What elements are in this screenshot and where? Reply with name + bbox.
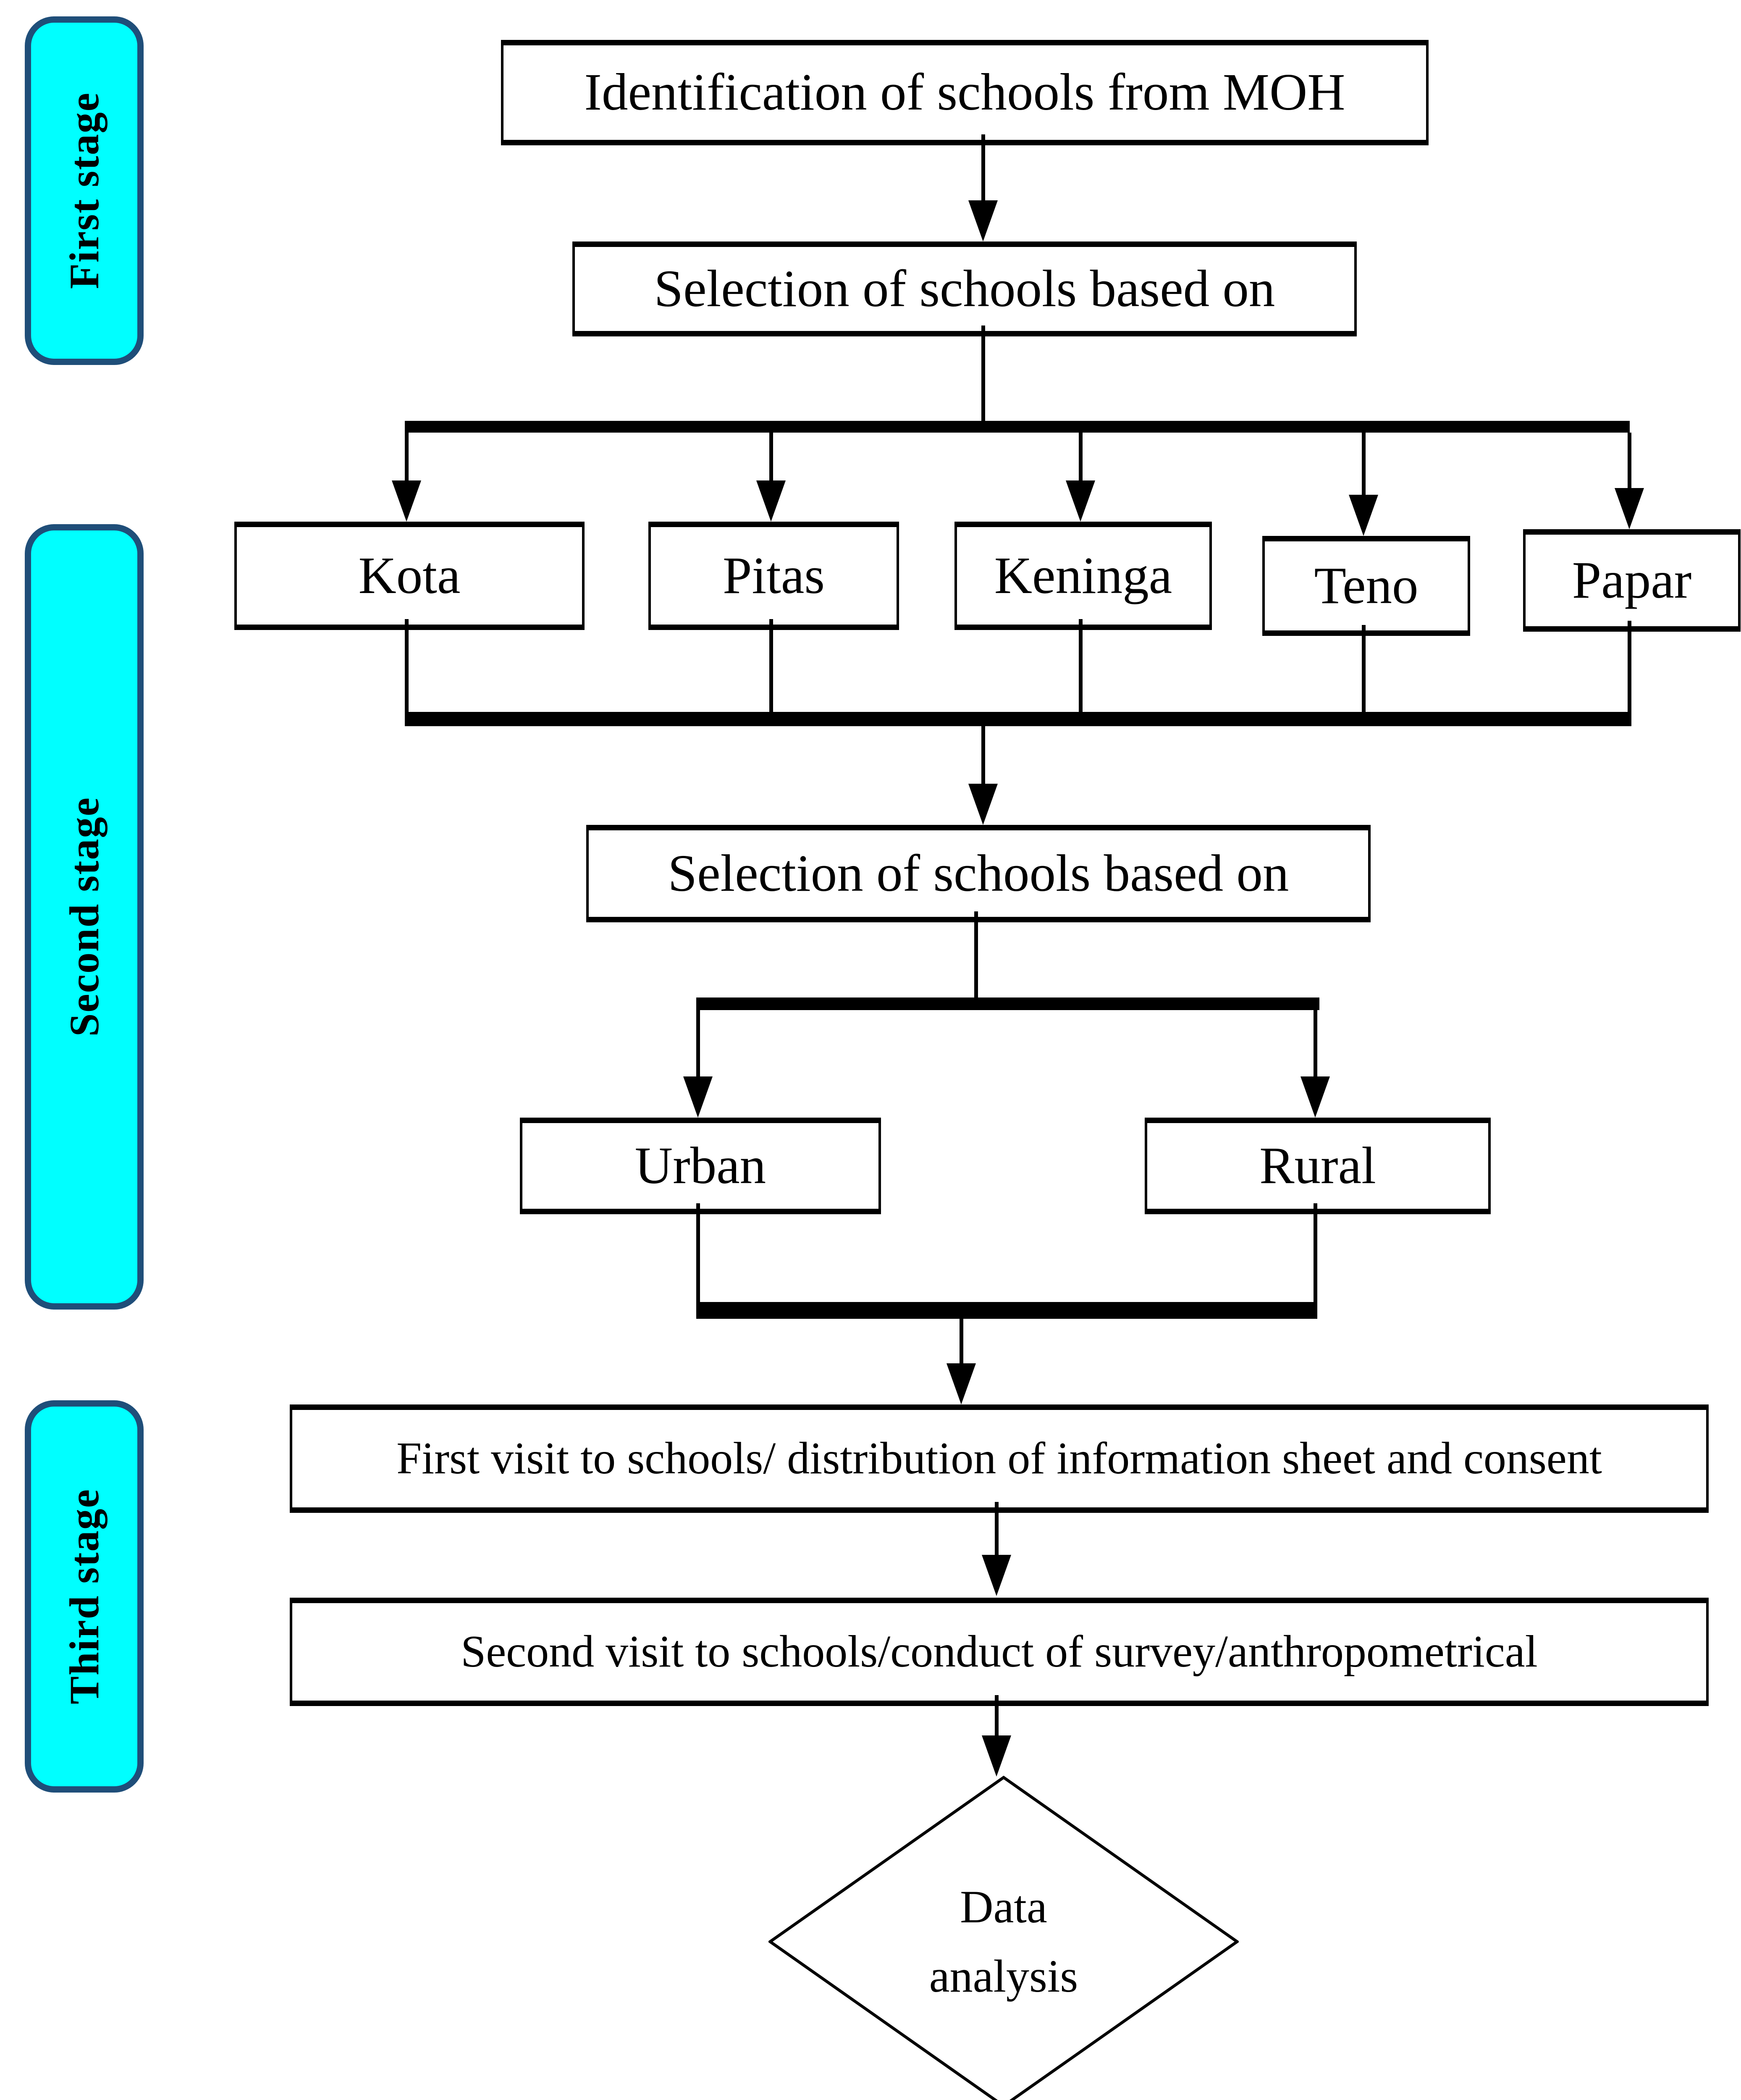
flow-box-selection-1-text: Selection of schools based on — [654, 260, 1275, 318]
connector-drop-urban — [696, 1010, 700, 1076]
arrowhead-to-keninga — [1066, 480, 1095, 522]
flow-box-urban: Urban — [520, 1118, 881, 1214]
data-analysis-label-wrap: Data analysis — [768, 1776, 1239, 2100]
flow-box-district-teno-text: Teno — [1314, 556, 1418, 615]
stage-label-third: Third stage — [25, 1400, 144, 1793]
stage-label-first-text: First stage — [61, 92, 108, 289]
diamond-shape — [768, 1776, 1239, 2100]
arrowhead-to-teno — [1349, 495, 1378, 536]
flow-box-district-kota: Kota — [234, 522, 585, 630]
connector-drop-teno — [1362, 433, 1366, 495]
connector-drop-keninga — [1079, 433, 1083, 480]
connector-fanout-bar — [405, 421, 1630, 433]
connector-drop-kota — [405, 433, 409, 480]
flow-box-district-papar: Papar — [1523, 529, 1741, 632]
connector-merge-urban — [696, 1203, 700, 1302]
flow-box-selection-1: Selection of schools based on — [572, 242, 1357, 336]
flow-box-district-pitas: Pitas — [648, 522, 899, 630]
connector-stem-identification — [981, 134, 985, 200]
flow-box-selection-2: Selection of schools based on — [586, 825, 1371, 922]
flow-box-district-keninga-text: Keninga — [994, 546, 1172, 605]
arrowhead-to-selection1 — [968, 200, 998, 242]
connector-stem-to-first-visit — [960, 1319, 963, 1363]
connector-drop-papar — [1628, 433, 1631, 488]
arrowhead-to-selection2 — [968, 784, 998, 825]
arrowhead-to-first-visit — [947, 1363, 976, 1404]
connector-stem-to-second-visit — [995, 1502, 999, 1555]
connector-merge-kota — [405, 619, 409, 712]
arrowhead-to-kota — [392, 480, 421, 522]
flow-box-identification: Identification of schools from MOH — [501, 40, 1429, 145]
flow-box-rural-text: Rural — [1259, 1137, 1376, 1195]
flow-box-urban-text: Urban — [635, 1137, 766, 1195]
arrowhead-to-urban — [683, 1076, 713, 1118]
flow-box-district-keninga: Keninga — [954, 522, 1212, 630]
connector-stem-to-selection2 — [981, 726, 985, 785]
connector-merge-keninga — [1079, 619, 1083, 712]
flow-box-second-visit: Second visit to schools/conduct of surve… — [290, 1598, 1709, 1706]
arrowhead-to-papar — [1615, 488, 1644, 529]
flow-box-district-kota-text: Kota — [358, 546, 461, 605]
connector-drop-rural — [1314, 1010, 1317, 1076]
diamond-shape-svg — [768, 1776, 1239, 2100]
connector-merge-pitas — [769, 619, 773, 712]
connector-merge-bar-strata — [696, 1302, 1317, 1319]
connector-merge-teno — [1362, 625, 1366, 712]
stage-label-second-text: Second stage — [61, 797, 108, 1037]
connector-merge-bar-districts — [405, 712, 1631, 726]
stage-label-first: First stage — [25, 16, 144, 365]
arrowhead-to-rural — [1301, 1076, 1330, 1118]
stage-label-third-text: Third stage — [61, 1488, 108, 1704]
connector-drop-pitas — [769, 433, 773, 480]
data-analysis-diamond: Data analysis — [768, 1776, 1239, 2100]
connector-stem-selection2 — [974, 911, 978, 998]
flow-box-first-visit: First visit to schools/ distribution of … — [290, 1404, 1709, 1513]
connector-split-bar-strata — [696, 998, 1319, 1010]
connector-stem-to-data-analysis — [995, 1695, 999, 1735]
arrowhead-to-pitas — [756, 480, 786, 522]
connector-merge-rural — [1314, 1203, 1317, 1302]
flow-box-district-teno: Teno — [1262, 536, 1470, 636]
flow-box-first-visit-text: First visit to schools/ distribution of … — [396, 1433, 1602, 1483]
flow-box-selection-2-text: Selection of schools based on — [668, 844, 1289, 903]
connector-merge-papar — [1628, 621, 1631, 712]
data-analysis-label: Data analysis — [929, 1881, 1078, 2002]
arrowhead-to-second-visit — [982, 1555, 1011, 1596]
flow-box-district-pitas-text: Pitas — [722, 546, 825, 605]
flow-box-identification-text: Identification of schools from MOH — [584, 63, 1345, 121]
flow-box-rural: Rural — [1145, 1118, 1491, 1214]
stage-label-second: Second stage — [25, 524, 144, 1310]
connector-stem-selection1 — [981, 326, 985, 421]
flow-box-district-papar-text: Papar — [1572, 551, 1692, 609]
arrowhead-to-data-analysis — [982, 1735, 1011, 1777]
flow-box-second-visit-text: Second visit to schools/conduct of surve… — [461, 1627, 1538, 1677]
